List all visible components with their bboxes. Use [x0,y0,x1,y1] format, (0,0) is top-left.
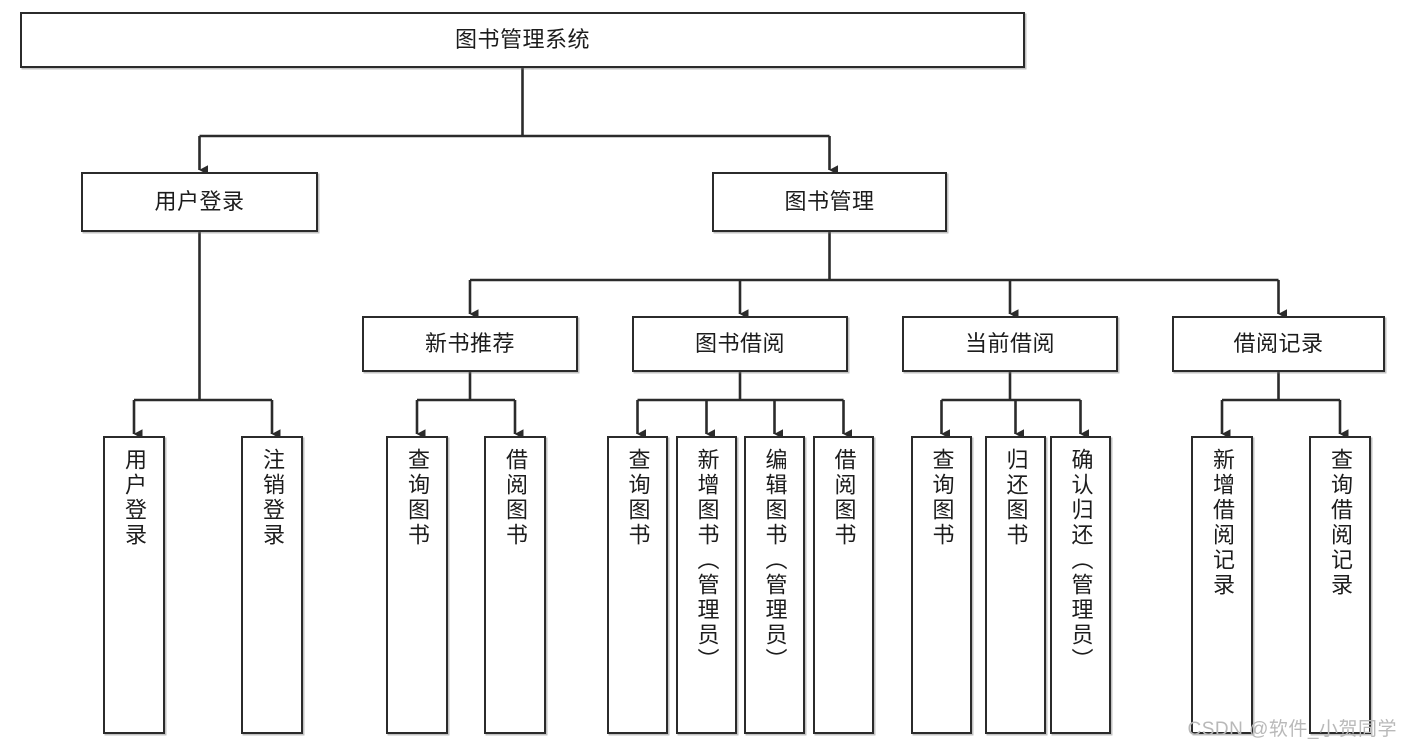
node-label: 归还图书 [1003,448,1029,548]
node-new-book-recommend[interactable]: 新书推荐 [362,316,578,372]
node-leaf-query-book-2[interactable]: 查询图书 [607,436,668,734]
node-label: 图书借阅 [694,331,785,357]
node-label: 用户登录 [122,448,147,548]
node-leaf-user-logout[interactable]: 注销登录 [241,436,303,734]
node-label: 确认归还（管理员） [1068,448,1094,673]
node-leaf-return-book[interactable]: 归还图书 [985,436,1046,734]
node-borrow-record[interactable]: 借阅记录 [1172,316,1385,372]
node-label: 查询图书 [405,448,430,548]
node-label: 用户登录 [154,189,245,215]
node-leaf-add-record[interactable]: 新增借阅记录 [1191,436,1253,734]
node-book-manage[interactable]: 图书管理 [712,172,947,232]
node-leaf-confirm-return[interactable]: 确认归还（管理员） [1050,436,1111,734]
node-label: 图书管理 [784,189,875,215]
node-label: 借阅图书 [503,448,528,548]
node-label: 注销登录 [260,448,285,548]
node-user-login[interactable]: 用户登录 [81,172,318,232]
node-label: 查询图书 [929,448,955,548]
node-leaf-edit-book[interactable]: 编辑图书（管理员） [744,436,805,734]
node-label: 编辑图书（管理员） [762,448,788,673]
node-leaf-borrow-book-2[interactable]: 借阅图书 [813,436,874,734]
node-label: 查询借阅记录 [1328,448,1353,598]
node-label: 新增借阅记录 [1210,448,1235,598]
node-current-borrow[interactable]: 当前借阅 [902,316,1118,372]
node-root[interactable]: 图书管理系统 [20,12,1025,68]
node-leaf-query-record[interactable]: 查询借阅记录 [1309,436,1371,734]
node-leaf-query-book-1[interactable]: 查询图书 [386,436,448,734]
node-leaf-borrow-book-1[interactable]: 借阅图书 [484,436,546,734]
node-label: 新书推荐 [424,331,515,357]
node-label: 当前借阅 [964,331,1055,357]
node-leaf-add-book[interactable]: 新增图书（管理员） [676,436,737,734]
node-label: 图书管理系统 [454,27,590,53]
node-label: 新增图书（管理员） [694,448,720,673]
node-label: 查询图书 [625,448,651,548]
node-label: 借阅图书 [831,448,857,548]
node-book-borrow[interactable]: 图书借阅 [632,316,848,372]
node-leaf-query-book-3[interactable]: 查询图书 [911,436,972,734]
node-label: 借阅记录 [1233,331,1324,357]
node-leaf-user-login[interactable]: 用户登录 [103,436,165,734]
